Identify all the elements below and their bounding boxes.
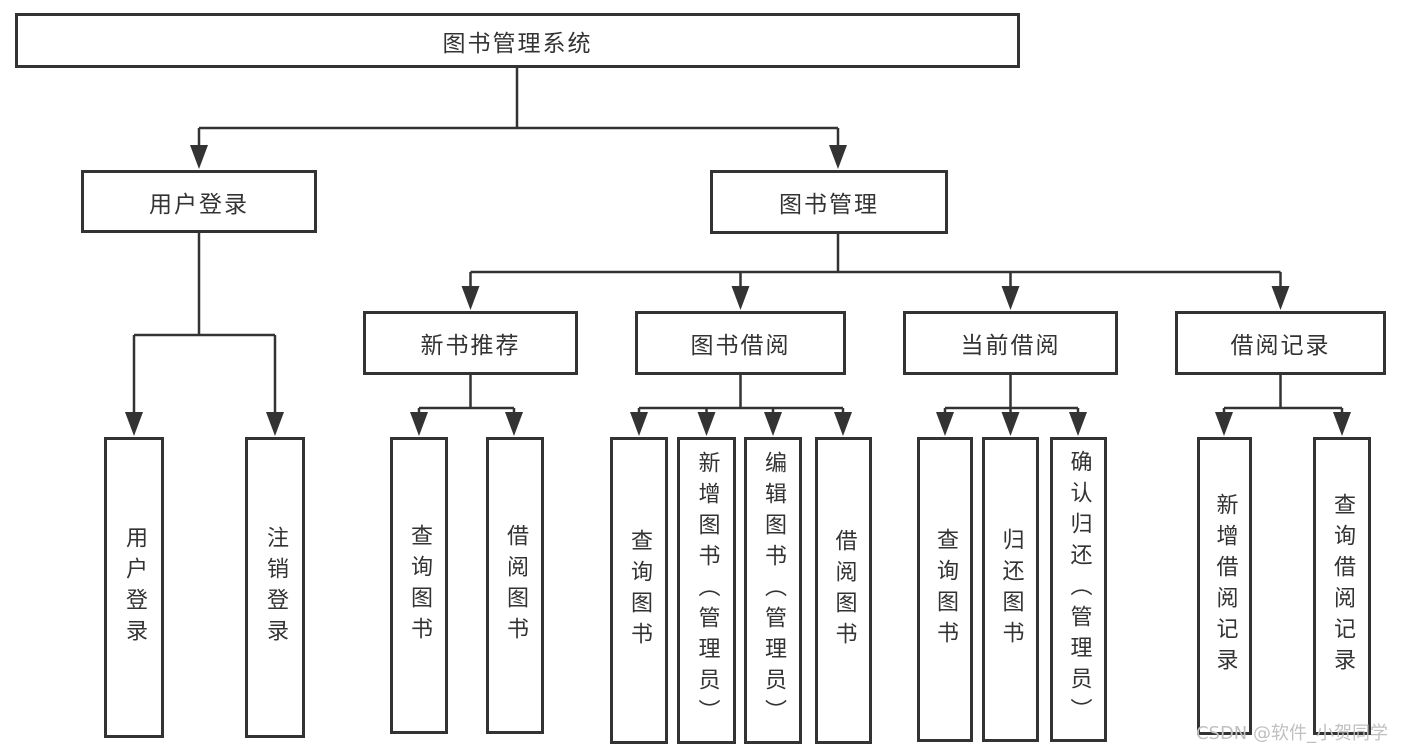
node-record-add-record: 新增借阅记录 — [1197, 437, 1252, 735]
arrowheads — [125, 145, 1351, 436]
node-borrow-query-books-label: 查询图书 — [627, 528, 652, 653]
node-root-label: 图书管理系统 — [442, 30, 593, 57]
node-book-borrow-label: 图书借阅 — [690, 333, 791, 359]
node-book-management-label: 图书管理 — [779, 192, 879, 218]
node-user-login-label: 用户登录 — [149, 191, 249, 218]
csdn-watermark: CSDN @软件_小贺同学 — [1195, 723, 1388, 744]
node-borrow-add-books-admin: 新增图书（管理员） — [677, 437, 736, 744]
node-newrec-borrow-books-label: 借阅图书 — [503, 523, 528, 648]
node-current-borrow: 当前借阅 — [903, 311, 1118, 375]
node-borrow-borrow-books-label: 借阅图书 — [831, 528, 857, 653]
node-record-query-record-label: 查询借阅记录 — [1330, 493, 1355, 679]
node-borrow-record-label: 借阅记录 — [1230, 333, 1331, 359]
node-logout-action: 注销登录 — [245, 437, 305, 738]
node-user-login-action-label: 用户登录 — [122, 525, 147, 650]
node-current-confirm-return-admin-label: 确认归还（管理员） — [1066, 450, 1092, 729]
node-borrow-edit-books-admin-label: 编辑图书（管理员） — [761, 451, 786, 730]
node-logout-action-label: 注销登录 — [263, 525, 288, 650]
node-new-book-recommend-label: 新书推荐 — [420, 333, 521, 359]
node-current-query-books-label: 查询图书 — [933, 527, 958, 652]
node-record-query-record: 查询借阅记录 — [1313, 437, 1371, 735]
node-current-confirm-return-admin: 确认归还（管理员） — [1050, 437, 1107, 742]
node-current-return-books-label: 归还图书 — [998, 527, 1024, 652]
node-newrec-borrow-books: 借阅图书 — [486, 437, 544, 734]
node-user-login-action: 用户登录 — [104, 437, 164, 738]
node-user-login: 用户登录 — [81, 170, 317, 233]
node-record-add-record-label: 新增借阅记录 — [1212, 493, 1238, 679]
node-newrec-query-books: 查询图书 — [390, 437, 448, 734]
node-borrow-edit-books-admin: 编辑图书（管理员） — [744, 437, 802, 744]
node-borrow-query-books: 查询图书 — [610, 437, 668, 744]
node-current-return-books: 归还图书 — [982, 437, 1039, 742]
node-newrec-query-books-label: 查询图书 — [407, 523, 432, 648]
node-root: 图书管理系统 — [15, 13, 1020, 68]
node-new-book-recommend: 新书推荐 — [363, 311, 578, 375]
node-borrow-record: 借阅记录 — [1175, 311, 1386, 375]
node-book-management: 图书管理 — [710, 170, 948, 234]
node-borrow-borrow-books: 借阅图书 — [815, 437, 872, 744]
node-current-borrow-label: 当前借阅 — [960, 333, 1061, 359]
node-current-query-books: 查询图书 — [917, 437, 973, 742]
node-book-borrow: 图书借阅 — [635, 311, 846, 375]
node-borrow-add-books-admin-label: 新增图书（管理员） — [694, 451, 720, 730]
